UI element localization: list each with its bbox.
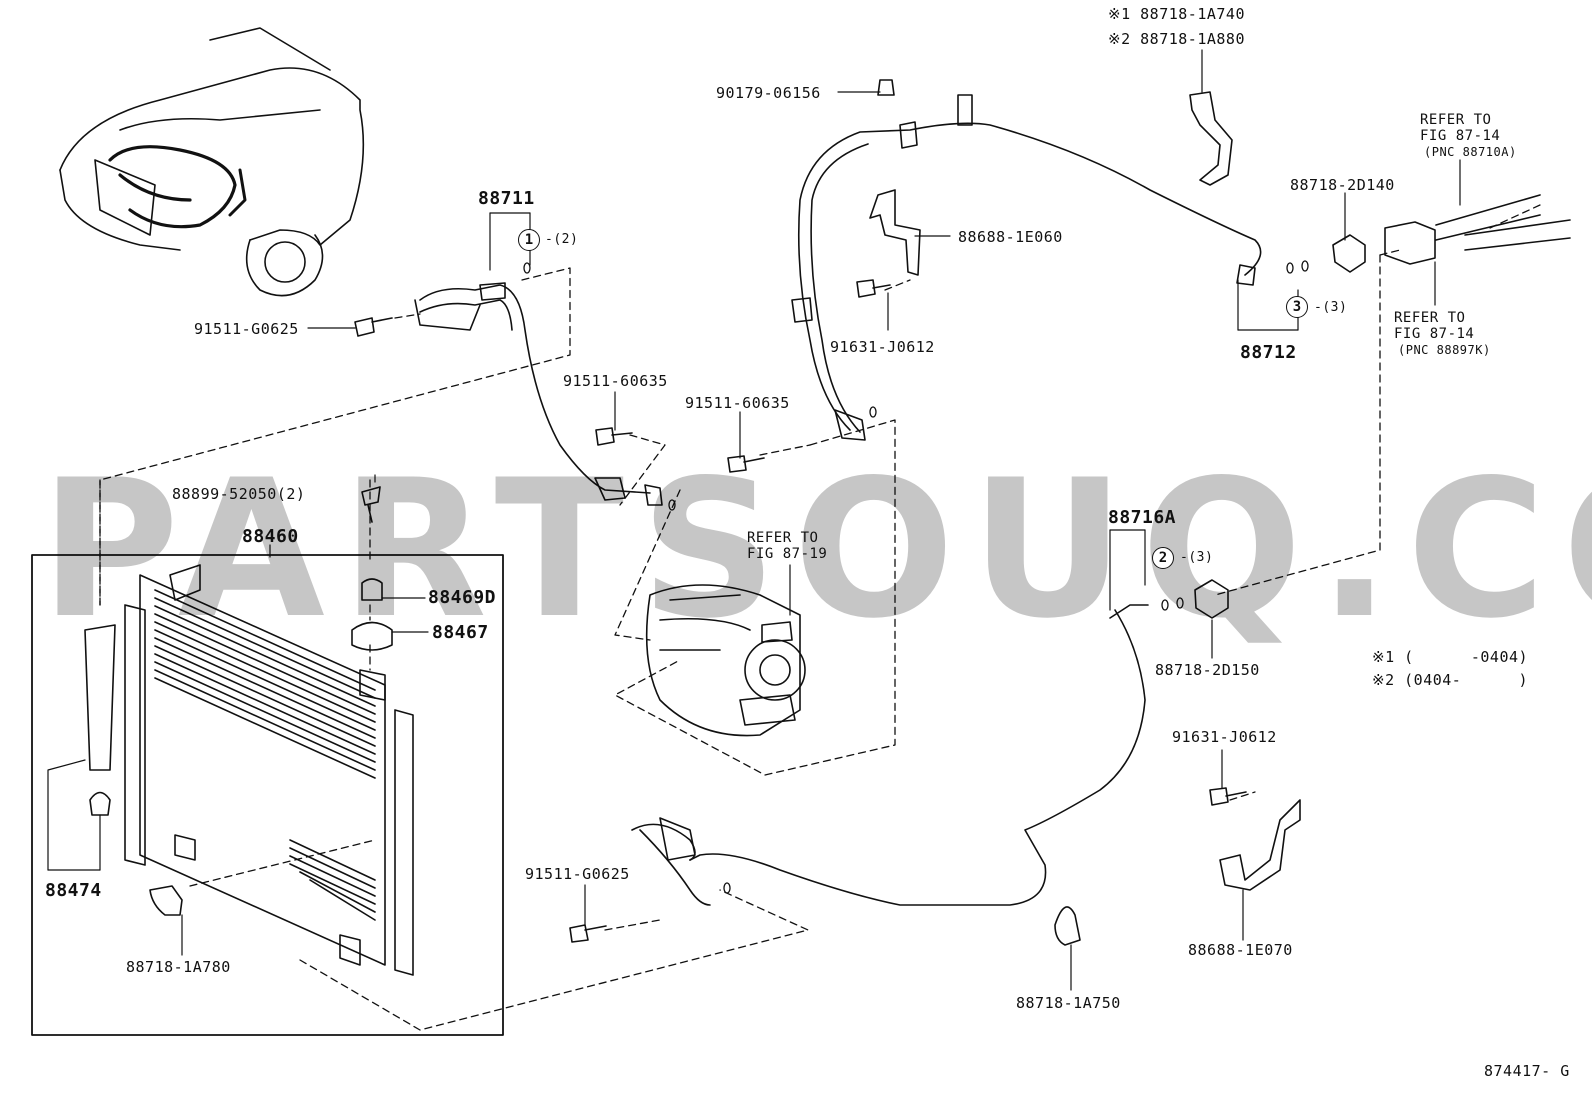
part-88474-label[interactable]: 88474 [45, 880, 102, 901]
bolt-icons [354, 79, 1247, 943]
leader-lines [47, 49, 1461, 991]
note-1: ※1 ( -0404) [1372, 648, 1529, 666]
bracket-88718-1a740 [1189, 91, 1233, 186]
part-88688-1e070-label[interactable]: 88688-1E070 [1188, 941, 1293, 959]
pipe-88716a [689, 609, 1146, 906]
watermark: PARTSOUQ.COM [40, 439, 1592, 660]
reference-dashes [99, 204, 1541, 1031]
vehicle-location-illustration [59, 27, 365, 297]
part-90179-06156-label[interactable]: 90179-06156 [716, 84, 821, 102]
refer-fig-87-19-line2[interactable]: FIG 87-19 [747, 546, 828, 562]
clip-88718-1a750 [1054, 906, 1081, 946]
part-88716a-qty: -(3) [1180, 550, 1214, 565]
part-88711-label[interactable]: 88711 [478, 188, 535, 209]
part-88899-52050-label[interactable]: 88899-52050(2) [172, 485, 306, 503]
part-91631-j0612-bottom-label[interactable]: 91631-J0612 [1172, 728, 1277, 746]
refer-fig-87-14-a-line1: REFER TO [1420, 112, 1492, 128]
refer-fig-87-14-a-line2[interactable]: FIG 87-14 [1420, 128, 1501, 144]
part-88718-1a780-label[interactable]: 88718-1A780 [126, 958, 231, 976]
refer-fig-87-14-a-line3: (PNC 88710A) [1424, 145, 1517, 159]
part-88712-qty: -(3) [1314, 300, 1348, 315]
refer-fig-87-19-line1: REFER TO [747, 530, 819, 546]
refer-fig-87-14-b-line2[interactable]: FIG 87-14 [1394, 326, 1475, 342]
nut-88718-2d150 [1194, 579, 1229, 619]
pipe-88711 [419, 284, 651, 494]
part-88718-2d150-label[interactable]: 88718-2D150 [1155, 661, 1260, 679]
bracket-88688-1e070 [1219, 799, 1301, 891]
bracket-88688-1e060 [869, 189, 921, 276]
clip-88718-1a780 [149, 885, 183, 916]
o-ring-icons [523, 260, 1309, 894]
condenser [84, 564, 414, 976]
refer-fig-87-14-b-line1: REFER TO [1394, 310, 1466, 326]
condenser-assembly-box [31, 554, 504, 1036]
part-91511-60635-a-label[interactable]: 91511-60635 [563, 372, 668, 390]
part-88469d-label[interactable]: 88469D [428, 587, 497, 608]
callout-2-circle: 2 [1152, 547, 1174, 569]
compressor [645, 584, 806, 737]
part-88716a-label[interactable]: 88716A [1108, 507, 1177, 528]
note-2: ※2 (0404- ) [1372, 671, 1529, 689]
part-88712-label[interactable]: 88712 [1240, 342, 1297, 363]
fitting-ref-87-14 [1384, 221, 1436, 265]
part-88711-qty: -(2) [545, 232, 579, 247]
pipe-suction-upper [797, 122, 1262, 431]
mount-parts [351, 486, 393, 651]
part-91511-g0625-bottom-label[interactable]: 91511-G0625 [525, 865, 630, 883]
part-88718-2d140-label[interactable]: 88718-2D140 [1290, 176, 1395, 194]
callout-1-circle: 1 [518, 229, 540, 251]
part-88467-label[interactable]: 88467 [432, 622, 489, 643]
refer-fig-87-14-b-line3: (PNC 88897K) [1398, 343, 1491, 357]
part-88688-1e060-label[interactable]: 88688-1E060 [958, 228, 1063, 246]
callout-3-circle: 3 [1286, 296, 1308, 318]
part-91511-60635-b-label[interactable]: 91511-60635 [685, 394, 790, 412]
part-88718-1a880-label[interactable]: ※2 88718-1A880 [1108, 30, 1245, 48]
figure-id: 874417- G [1484, 1062, 1570, 1080]
part-88718-1a750-label[interactable]: 88718-1A750 [1016, 994, 1121, 1012]
part-91511-g0625-top-label[interactable]: 91511-G0625 [194, 320, 299, 338]
part-88718-1a740-label[interactable]: ※1 88718-1A740 [1108, 5, 1245, 23]
part-88460-label[interactable]: 88460 [242, 526, 299, 547]
part-91631-j0612-top-label[interactable]: 91631-J0612 [830, 338, 935, 356]
nut-88718-2d140 [1332, 234, 1366, 273]
